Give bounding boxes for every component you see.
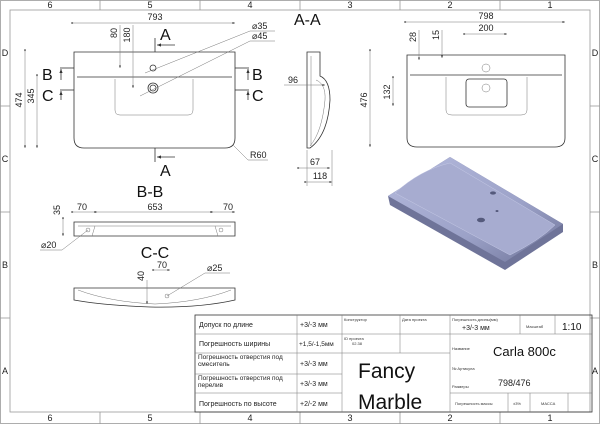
dim-40: 40 (136, 271, 146, 281)
column-label: 4 (247, 413, 252, 423)
project-id-label: ID проекта (344, 336, 365, 341)
row-label: A (2, 366, 8, 376)
dim-70: 70 (223, 202, 233, 212)
section-mark-c: C (252, 88, 264, 105)
dim-798: 798 (478, 11, 493, 21)
dim-653: 653 (147, 202, 162, 212)
title-block: Допуск по длине +3/-3 мм Погрешность шир… (194, 314, 593, 414)
scale-value: 1:10 (562, 322, 582, 333)
scale-label: Масштаб (526, 324, 544, 329)
project-id: 02.38 (352, 341, 363, 346)
dim-depth: 474 (14, 92, 24, 107)
row-label: B (2, 260, 8, 270)
section-cc: C-C 70 40 ⌀25 (73, 245, 236, 308)
size-label: Размеры (452, 384, 469, 389)
column-label: 6 (47, 413, 52, 423)
product-name: Carla 800c (493, 344, 556, 359)
column-label: 6 (47, 0, 52, 10)
tolerance-value: +3/-3 мм (300, 361, 328, 368)
tolerance-label: Допуск по длине (199, 322, 253, 329)
dim-28: 28 (408, 32, 418, 42)
column-label: 3 (347, 0, 352, 10)
dim-hole-25: ⌀25 (207, 263, 222, 273)
name-label: Название (452, 346, 471, 351)
section-cc-title: C-C (141, 245, 169, 262)
date-label: Дата проекта (402, 317, 427, 322)
brand-line-2: Marble (358, 391, 422, 414)
length-tol: +3/-3 мм (462, 325, 490, 332)
section-mark-a: A (160, 163, 171, 180)
tolerance-value: +2/-2 мм (300, 401, 328, 408)
dim-96: 96 (288, 75, 298, 85)
mass-tol-label: Погрешность массы (455, 401, 493, 406)
product-size: 798/476 (498, 378, 531, 388)
row-label: A (592, 366, 598, 376)
basin-3d-render (388, 157, 563, 270)
dim-bowl: 345 (26, 88, 36, 103)
section-bb: B-B 70 653 70 35 ⌀20 (40, 184, 236, 251)
column-label: 4 (247, 0, 252, 10)
dim-118: 118 (313, 171, 327, 181)
dim-radius: R60 (250, 150, 267, 160)
column-label: 2 (447, 0, 452, 10)
dim-15: 15 (431, 30, 441, 40)
dim-80: 80 (109, 28, 119, 38)
mass-tol: ±3% (513, 401, 521, 406)
top-view: 793 474 345 80 180 ⌀35 ⌀45 R60 A A B C B… (14, 12, 275, 180)
mass-label: МАССА (541, 401, 556, 406)
dim-70: 70 (77, 202, 87, 212)
row-label: C (592, 154, 599, 164)
article-label: № Артикула (452, 366, 475, 371)
tolerance-value: +3/-3 мм (300, 381, 328, 388)
dim-132: 132 (382, 84, 392, 99)
tolerance-label: Погрешность отверстия под смеситель (198, 354, 283, 368)
dim-hole-20: ⌀20 (41, 240, 56, 250)
column-label: 5 (147, 413, 152, 423)
row-label: D (592, 48, 599, 58)
tolerance-label: Погрешность ширины (199, 341, 270, 348)
column-label: 3 (347, 413, 352, 423)
row-label: B (592, 260, 598, 270)
section-mark-b: B (42, 67, 53, 84)
length-tol-label: Погрешность длины(мм) (452, 317, 498, 322)
dim-180: 180 (122, 27, 132, 42)
column-label: 5 (147, 0, 152, 10)
section-mark-c: C (42, 88, 54, 105)
brand-line-1: Fancy (358, 360, 416, 383)
dim-67: 67 (310, 157, 320, 167)
front-view: 798 200 476 132 28 15 (359, 11, 566, 148)
column-label: 1 (547, 413, 552, 423)
section-aa: A-A 96 67 118 (284, 12, 333, 186)
row-label: D (2, 48, 9, 58)
section-mark-b: B (252, 67, 263, 84)
tolerance-value: +1,5/-1,5мм (299, 341, 334, 348)
column-label: 1 (547, 0, 552, 10)
tolerance-value: +3/-3 мм (300, 322, 328, 329)
section-mark-a: A (160, 27, 171, 44)
dim-hole-35: ⌀35 (252, 21, 267, 31)
tolerance-label: Погрешность отверстия под перелив (198, 375, 283, 389)
section-aa-title: A-A (294, 12, 321, 29)
section-bb-title: B-B (137, 184, 164, 201)
row-label: C (2, 154, 9, 164)
designer-label: Конструктор (344, 317, 368, 322)
dim-200: 200 (478, 23, 493, 33)
dim-width: 793 (147, 12, 162, 22)
dim-hole-45: ⌀45 (252, 31, 267, 41)
tolerance-label: Погрешность по высоте (199, 401, 277, 408)
dim-35: 35 (52, 205, 62, 215)
dim-476: 476 (359, 92, 369, 107)
dim-70: 70 (157, 260, 167, 270)
column-label: 2 (447, 413, 452, 423)
